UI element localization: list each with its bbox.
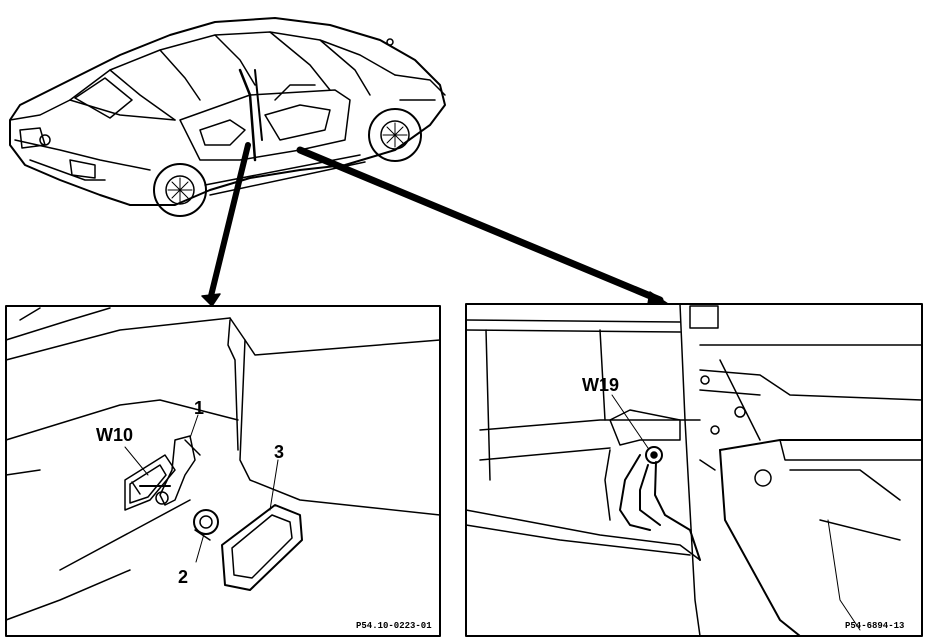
- figure-code-right: P54-6894-13: [845, 621, 905, 631]
- detail-panel-right: [465, 303, 923, 637]
- car-overview-illustration: [9, 17, 446, 217]
- right-detail-illustration: [465, 303, 923, 637]
- callout-label-w19: W19: [582, 375, 620, 395]
- callout-pointer-right: [296, 146, 669, 305]
- figure-code-left: P54.10-0223-01: [356, 621, 432, 631]
- callout-label-part-3: 3: [274, 442, 285, 462]
- callout-label-w10: W10: [96, 425, 134, 445]
- callout-label-part-2: 2: [178, 567, 189, 587]
- left-detail-illustration: [5, 307, 441, 621]
- detail-panel-left: [5, 305, 441, 637]
- callout-pointer-left: [201, 142, 251, 307]
- callout-label-part-1: 1: [194, 398, 205, 418]
